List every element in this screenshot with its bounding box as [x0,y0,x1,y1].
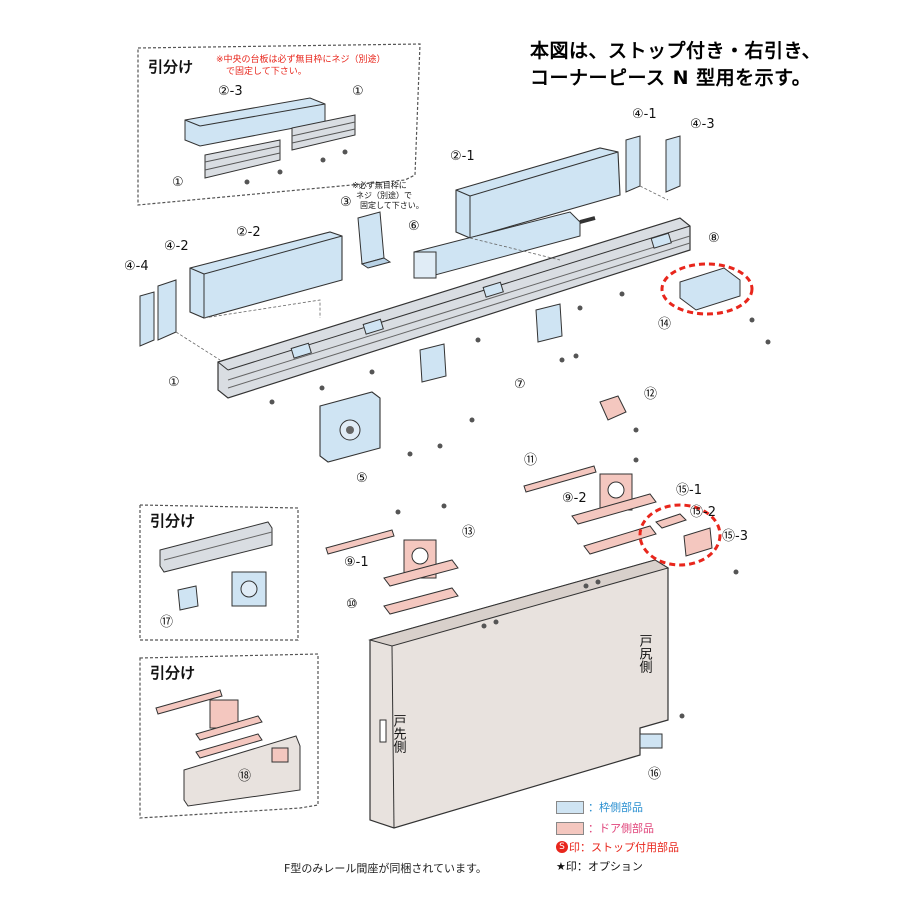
legend-frame-text: ：枠側部品 [588,801,643,814]
legend-stop-parts: S 印 ：ストップ付用部品 [556,840,679,854]
label-p12: ⑫ [644,387,657,402]
part-11-rod [523,465,597,493]
part-4-1-endcap [625,135,641,193]
footnote: F型のみレール間座が同梱されています。 [284,862,487,875]
label-p11: ⑪ [524,453,537,468]
label-p4-2: ④-2 [164,239,189,254]
inset-screws [244,149,348,185]
inset-note-line1: ※中央の台板は必ず無目枠にネジ（別途） [216,53,386,65]
inset-labels: 引分け 引分け 引分け [148,58,195,682]
part3-note: ※必ず無目枠に ネジ（別途）で 固定して下さい。 [352,180,424,210]
inset-mid-left [139,504,299,641]
label-p4-3: ④-3 [690,117,715,132]
part3-note-line3: 固定して下さい。 [360,200,424,210]
part-16-floor-guide [639,733,663,749]
part-labels: ②-3 ① ① ②-1 ④-1 ④-3 ③ ⑥ ②-2 ④-2 ④-4 ⑧ ⑭ … [124,84,748,784]
part-4-4-endcap [139,291,155,347]
part-5-stopper [319,391,381,463]
legend-door-swatch [556,821,584,835]
label-p3: ③ [340,195,352,210]
title-line2: コーナーピース N 型用を示す。 [530,67,812,89]
part-2-2-plate [189,231,343,319]
legend-option-text: ：オプション [576,860,643,873]
inset-note-line2: で固定して下さい。 [226,65,307,77]
door-front-side: 戸先側 [391,714,407,753]
label-p15-1: ⑮-1 [676,483,702,498]
inset-rail-right [291,114,356,151]
part-7-brackets [419,303,563,383]
label-p2-3: ②-3 [218,84,243,99]
part-4-3-endcap [665,135,681,193]
screws-door [395,427,739,719]
title-line1: 本図は、ストップ付き・右引き、 [530,40,822,62]
label-p7: ⑦ [514,377,526,392]
label-p17: ⑰ [160,615,173,630]
part-12-clip [599,395,627,421]
part3-note-line2: ネジ（別途）で [356,190,412,200]
door-assembly [325,395,739,829]
inset-rail-left [204,139,281,179]
part-2-1-plate [455,147,621,239]
inset-bottom-label: 引分け [150,664,195,682]
label-p5: ⑤ [356,471,368,486]
label-p16: ⑯ [648,767,661,782]
label-p18: ⑱ [238,769,251,784]
label-p4-1: ④-1 [632,107,657,122]
label-p6: ⑥ [408,219,420,234]
part3-note-line1: ※必ず無目枠に [352,180,407,190]
part-9-2-roller [571,473,657,555]
inset-top-left [137,43,421,206]
label-p9-2: ⑨-2 [562,491,587,506]
label-p1-main: ① [168,375,180,390]
label-p15-2: ⑮-2 [690,505,716,520]
legend-stop-mark: S [556,841,568,853]
label-p9-1: ⑨-1 [344,555,369,570]
legend-stop-prefix: 印 [569,841,580,854]
main-rail-assembly [139,135,771,463]
label-p14: ⑭ [658,317,671,332]
label-p13: ⑬ [462,525,475,540]
legend-option-mark: ★印 [556,860,577,873]
part-9-1-roller [325,529,459,587]
label-p10: ⑩ [346,597,358,612]
inset-top-label: 引分け [148,58,193,76]
part-10-plate [383,587,459,615]
door-side-labels: 戸尻側 戸先側 [391,634,653,753]
part-3-bracket [357,211,392,269]
part-15-stop-pieces [638,503,722,567]
label-p1-top: ① [352,84,364,99]
part-8-stop-assembly [660,262,754,316]
legend-frame-swatch [556,800,584,814]
label-p4-4: ④-4 [124,259,149,274]
screws-main [269,291,771,457]
legend-door-text: ：ドア側部品 [588,822,654,835]
part-4-2-endcap [157,279,177,341]
legend-stop-text: ：ストップ付用部品 [580,841,679,854]
label-p1-inset: ① [172,175,184,190]
label-p2-2: ②-2 [236,225,261,240]
diagram-title: 本図は、ストップ付き・右引き、 コーナーピース N 型用を示す。 [530,38,821,92]
label-p8: ⑧ [708,231,720,246]
legend-door-parts: ：ドア側部品 [556,821,654,835]
door-tail-side: 戸尻側 [637,634,653,673]
inset-top-note: ※中央の台板は必ず無目枠にネジ（別途） で固定して下さい。 [216,53,386,77]
legend-frame-parts: ：枠側部品 [556,800,643,814]
inset-mid-label: 引分け [150,512,195,530]
label-p15-3: ⑮-3 [722,529,748,544]
legend-option-parts: ★印 ：オプション [556,859,643,873]
label-p2-1: ②-1 [450,149,475,164]
inset-bottom-left [139,653,319,819]
assembly-guide-lines [175,185,669,361]
